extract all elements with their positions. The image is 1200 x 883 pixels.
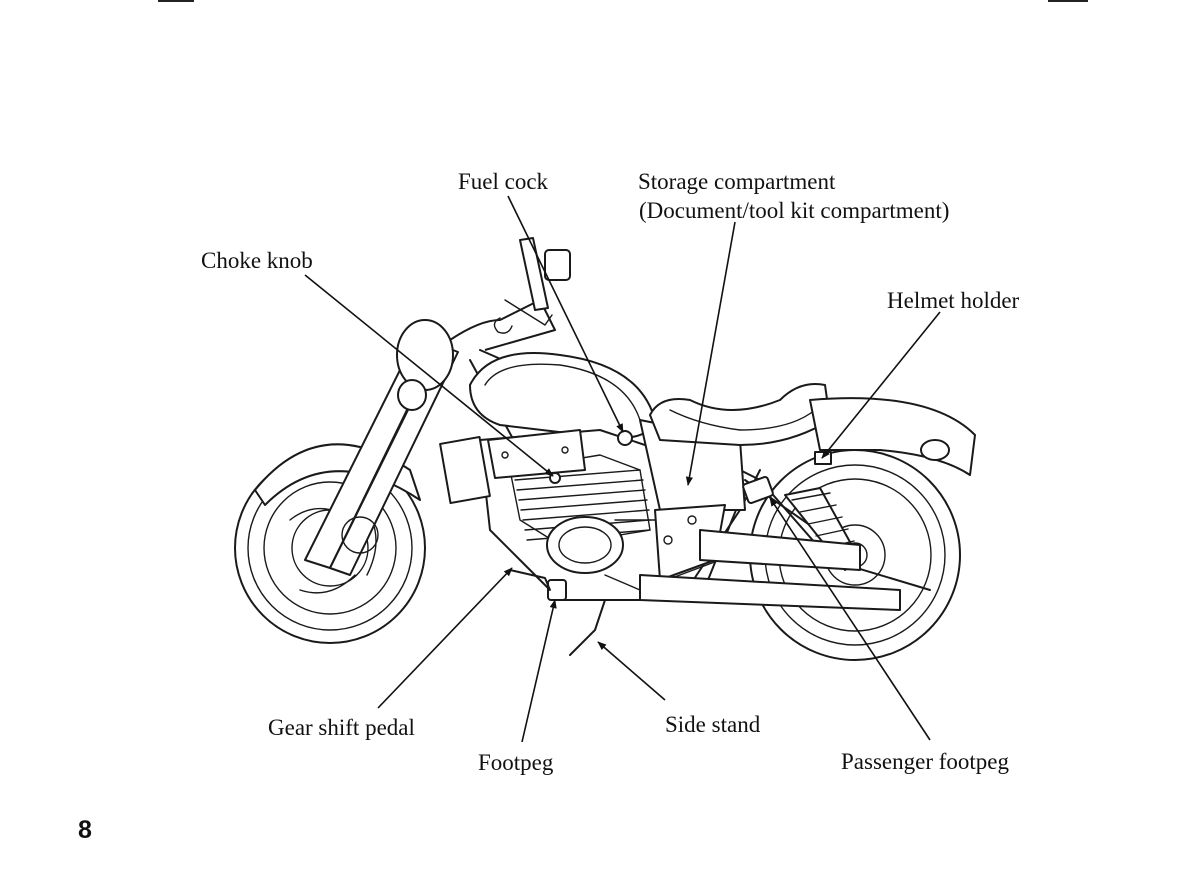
label-side-stand: Side stand [665, 712, 761, 737]
side-cover-left [439, 435, 491, 505]
leader-side-stand [597, 641, 666, 701]
headlight [396, 319, 454, 411]
label-choke-knob: Choke knob [201, 248, 313, 273]
leader-lines [304, 195, 941, 743]
label-storage-compartment-note: (Document/tool kit compartment) [639, 198, 950, 223]
leader-fuel-cock [507, 195, 624, 433]
passenger-footpeg-part [742, 476, 774, 504]
top-crop-mark-right [1048, 0, 1088, 2]
leader-footpeg [521, 599, 557, 743]
label-helmet-holder: Helmet holder [887, 288, 1020, 313]
side-stand-part [569, 599, 606, 656]
gear-shift-pedal-part [509, 569, 551, 591]
seat [649, 383, 831, 446]
leader-passenger-footpeg [769, 497, 931, 741]
label-footpeg: Footpeg [478, 750, 554, 775]
exhaust [639, 574, 901, 611]
label-passenger-footpeg: Passenger footpeg [841, 749, 1009, 774]
rear-fender [809, 397, 976, 476]
leader-storage-compartment [685, 221, 736, 486]
label-storage-compartment: Storage compartment [638, 169, 836, 194]
leader-choke-knob [304, 274, 554, 477]
handlebars [449, 237, 571, 351]
swingarm [699, 529, 861, 571]
top-crop-mark-left [158, 0, 194, 2]
leader-helmet-holder [821, 311, 941, 459]
fuel-tank [469, 352, 656, 440]
fuel-cock-part [617, 430, 633, 446]
label-fuel-cock: Fuel cock [458, 169, 549, 194]
footpeg-part [547, 579, 567, 601]
label-gear-shift-pedal: Gear shift pedal [268, 715, 415, 740]
leader-gear-shift-pedal [377, 567, 513, 709]
engine [479, 429, 721, 601]
page-number: 8 [78, 816, 92, 844]
tail-light [920, 439, 950, 461]
